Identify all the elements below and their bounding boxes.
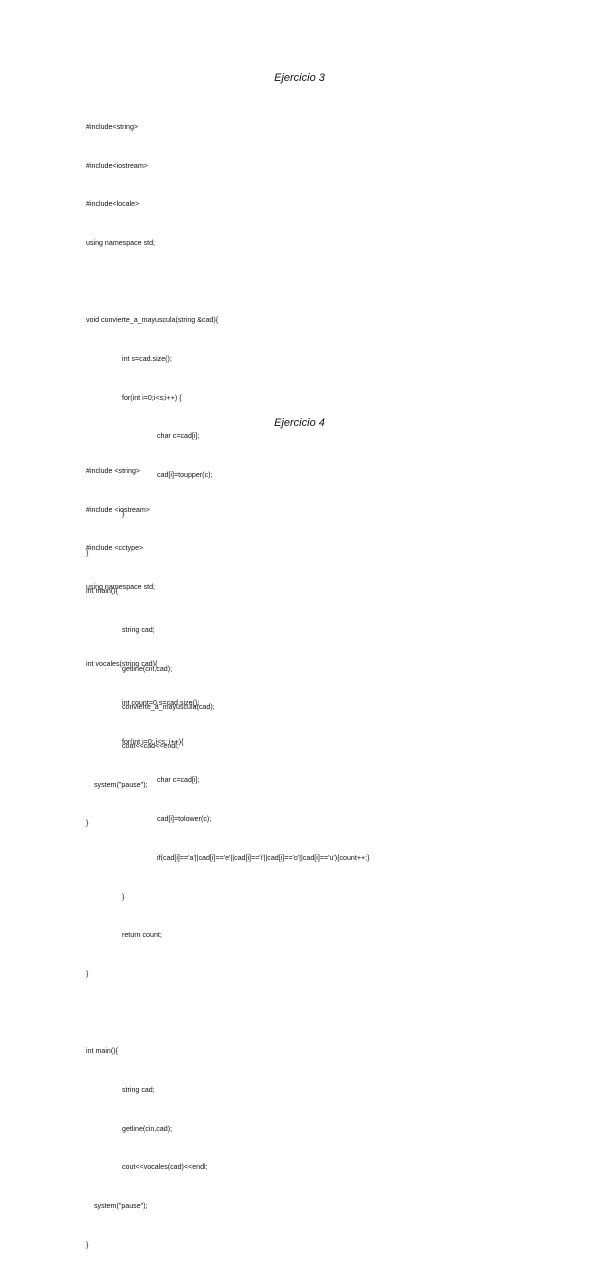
code-line: #include<locale> <box>86 200 140 209</box>
code-line: using namespace std; <box>86 582 156 591</box>
code-line: for(int i=0;i<s;i++) { <box>122 393 182 402</box>
code-line: #include <iostream> <box>86 505 150 514</box>
exercise-3-code-block: #include<string> #include<iostream> #inc… <box>86 95 218 856</box>
exercise-4-code-block: #include <string> #include <iostream> #i… <box>86 439 369 1278</box>
code-line: cout<<vocales(cad)<<endl; <box>122 1163 208 1172</box>
code-line: string cad; <box>122 1086 155 1095</box>
code-line: using namespace std; <box>86 238 156 247</box>
code-line: for(int i=0; i<s; i++){ <box>122 737 184 746</box>
code-line: int s=cad.size(); <box>122 355 172 364</box>
code-line: } <box>86 969 89 978</box>
code-line-blank <box>86 620 369 633</box>
code-line: #include <cctype> <box>86 544 144 553</box>
code-line: } <box>86 1240 89 1249</box>
code-line: cad[i]=toupper(c); <box>157 471 213 480</box>
code-line: int vocales(string cad){ <box>86 660 158 669</box>
code-line: #include <string> <box>86 466 141 475</box>
code-line-blank <box>86 276 218 289</box>
code-line: getline(cin,cad); <box>122 1124 173 1133</box>
code-line: cad[i]=tolower(c); <box>157 815 212 824</box>
code-line: string cad; <box>122 625 155 634</box>
code-line: convierte_a_mayuscula(cad); <box>122 703 215 712</box>
document-page: Ejercicio 3 #include<string> #include<io… <box>86 72 369 1249</box>
code-line-blank <box>86 1007 369 1020</box>
code-line: int main(){ <box>86 1047 118 1056</box>
exercise-3-title: Ejercicio 3 <box>274 72 325 84</box>
code-line: return count; <box>122 931 162 940</box>
code-line: int count=0,s=cad.size(); <box>122 699 200 708</box>
code-line: char c=cad[i]; <box>157 432 200 441</box>
code-line: char c=cad[i]; <box>157 776 200 785</box>
exercise-4-title: Ejercicio 4 <box>274 417 325 429</box>
code-line: } <box>122 892 125 901</box>
code-line: getline(cin,cad); <box>122 664 173 673</box>
code-line: cout<<cad<<endl; <box>122 742 179 751</box>
code-line: system("pause"); <box>94 780 148 789</box>
code-line: if(cad[i]=='a'||cad[i]=='e'||cad[i]=='i'… <box>157 853 370 862</box>
code-line: } <box>122 509 125 518</box>
code-line: } <box>86 548 89 557</box>
code-line: } <box>86 819 89 828</box>
code-line: #include<iostream> <box>86 161 148 170</box>
code-line: system("pause"); <box>94 1202 148 1211</box>
code-line: int main(){ <box>86 587 118 596</box>
code-line: #include<string> <box>86 122 139 131</box>
code-line: void convierte_a_mayuscula(string &cad){ <box>86 316 219 325</box>
